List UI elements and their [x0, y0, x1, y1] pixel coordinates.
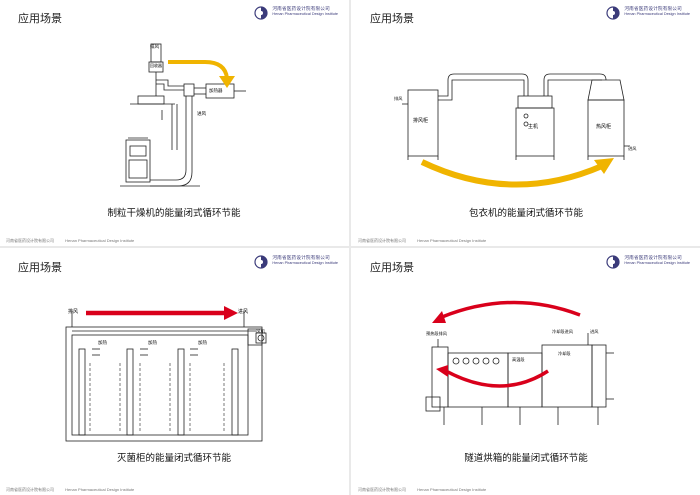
logo-name-cn: 河南省医药设计院有限公司	[624, 255, 682, 260]
logo-name-en: Henan Pharmaceutical Design Institute	[272, 12, 338, 16]
logo-mark-icon	[606, 6, 620, 20]
label-heat-2: 加热	[148, 339, 157, 346]
company-logo: 河南省医药设计院有限公司 Henan Pharmaceutical Design…	[606, 255, 690, 269]
label-hot-air: 热风柜	[596, 123, 611, 130]
sterilizer-diagram: 排风 进风 风机 加热 加热 加热	[65, 306, 267, 442]
circulation-arrow-head	[224, 306, 238, 320]
label-inlet: 进风	[628, 145, 637, 152]
logo-mark-icon	[254, 255, 268, 269]
label-heat-1: 加热	[98, 339, 107, 346]
slide-title: 应用场景	[370, 13, 414, 25]
label-fan: 排风	[150, 43, 159, 50]
footer-en: Henan Pharmaceutical Design Institute	[417, 238, 487, 243]
slide-caption: 隧道烘箱的能量闭式循环节能	[464, 453, 588, 464]
coating-machine-diagram: 排风柜 主机 热风柜 排风 进风	[394, 73, 637, 188]
slide-title: 应用场景	[18, 13, 62, 25]
circulation-arrow-head	[594, 158, 614, 174]
slide-caption: 制粒干燥机的能量闭式循环节能	[107, 208, 241, 219]
slide-tunnel-oven: 应用场景 河南省医药设计院有限公司 Henan Pharmaceutical D…	[352, 249, 700, 495]
logo-name-en: Henan Pharmaceutical Design Institute	[272, 261, 338, 265]
slide-coating-machine: 应用场景 河南省医药设计院有限公司 Henan Pharmaceutical D…	[352, 0, 700, 246]
label-cooling: 冷却段进风	[552, 328, 574, 335]
label-inlet: 进风	[238, 308, 248, 315]
horizontal-divider	[0, 246, 700, 248]
label-inlet: 进风	[590, 328, 599, 335]
circulation-arrow-bottom-head	[436, 365, 448, 377]
footer-en: Henan Pharmaceutical Design Institute	[417, 487, 487, 492]
slide-title: 应用场景	[18, 262, 62, 274]
footer-cn: 河南省医药设计院有限公司	[6, 238, 54, 243]
granulation-dryer-diagram: 排风 回收器 加热器 进风	[120, 43, 246, 187]
circulation-arrow	[168, 60, 229, 79]
slide-granulation-dryer: 应用场景 河南省医药设计院有限公司 Henan Pharmaceutical D…	[0, 0, 348, 246]
label-exhaust-cabinet: 排风柜	[413, 117, 428, 124]
footer-cn: 河南省医药设计院有限公司	[358, 487, 406, 492]
logo-mark-icon	[254, 6, 268, 20]
slide-footer: 河南省医药设计院有限公司 Henan Pharmaceutical Design…	[358, 238, 496, 244]
logo-name-cn: 河南省医药设计院有限公司	[272, 255, 330, 260]
label-heat-3: 加热	[198, 339, 207, 346]
label-fan: 风机	[256, 328, 265, 335]
tunnel-oven-diagram: 预热段排风 冷却段进风 进风 高温段 冷却段	[425, 300, 614, 425]
logo-name-en: Henan Pharmaceutical Design Institute	[624, 261, 690, 265]
company-logo: 河南省医药设计院有限公司 Henan Pharmaceutical Design…	[606, 6, 690, 20]
company-logo: 河南省医药设计院有限公司 Henan Pharmaceutical Design…	[254, 6, 338, 20]
slide-title: 应用场景	[370, 262, 414, 274]
label-cold: 冷却段	[558, 350, 571, 357]
logo-name-en: Henan Pharmaceutical Design Institute	[624, 12, 690, 16]
label-heating: 高温段	[512, 356, 525, 363]
footer-en: Henan Pharmaceutical Design Institute	[65, 238, 135, 243]
label-exhaust: 排风	[68, 308, 78, 315]
slide-caption: 灭菌柜的能量闭式循环节能	[116, 453, 231, 464]
slide-sterilizer: 应用场景 河南省医药设计院有限公司 Henan Pharmaceutical D…	[0, 249, 348, 495]
label-main: 主机	[528, 123, 538, 130]
slide-footer: 河南省医药设计院有限公司 Henan Pharmaceutical Design…	[6, 238, 144, 244]
circulation-arrow-bottom	[445, 369, 549, 388]
footer-en: Henan Pharmaceutical Design Institute	[65, 487, 135, 492]
slide-caption: 包衣机的能量闭式循环节能	[468, 208, 583, 219]
logo-name-cn: 河南省医药设计院有限公司	[272, 6, 330, 11]
label-preheat: 预热段排风	[426, 330, 448, 337]
logo-name-cn: 河南省医药设计院有限公司	[624, 6, 682, 11]
circulation-arrow-top-head	[432, 311, 446, 323]
label-inlet: 进风	[197, 110, 206, 117]
circulation-arrow	[420, 159, 604, 188]
company-logo: 河南省医药设计院有限公司 Henan Pharmaceutical Design…	[254, 255, 338, 269]
circulation-arrow-head	[219, 76, 235, 88]
label-exhaust: 排风	[394, 95, 403, 102]
slide-footer: 河南省医药设计院有限公司 Henan Pharmaceutical Design…	[358, 487, 496, 493]
label-reclaim: 回收器	[150, 62, 162, 68]
footer-cn: 河南省医药设计院有限公司	[6, 487, 54, 492]
footer-cn: 河南省医药设计院有限公司	[358, 238, 406, 243]
label-heater: 加热器	[209, 87, 223, 94]
slide-footer: 河南省医药设计院有限公司 Henan Pharmaceutical Design…	[6, 487, 144, 493]
logo-mark-icon	[606, 255, 620, 269]
circulation-arrow-top	[441, 300, 581, 319]
